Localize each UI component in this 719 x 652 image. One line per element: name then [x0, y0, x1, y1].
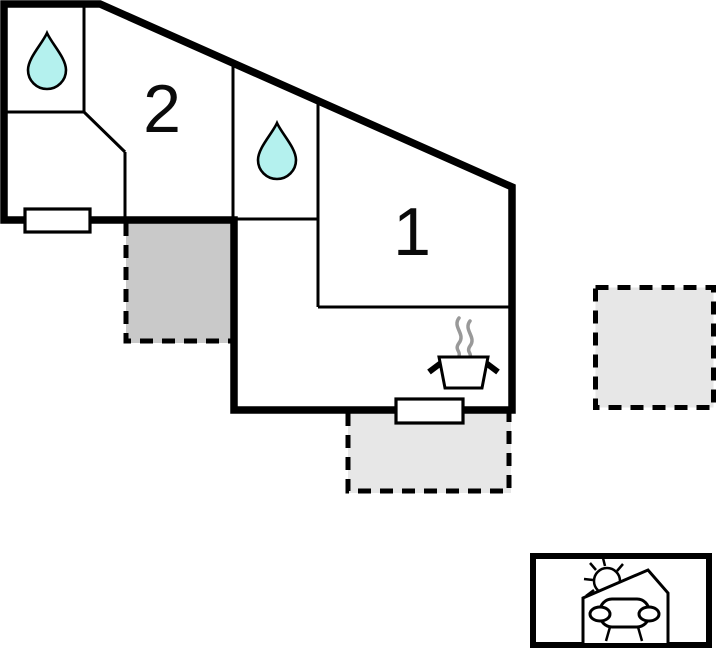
room-label-1: 1	[393, 194, 431, 270]
cooking-pot-icon	[437, 355, 490, 390]
water-drop-icon	[256, 119, 298, 181]
bench-leg-left	[604, 626, 612, 642]
bench-armrest-left	[588, 605, 612, 623]
bench-armrest-right	[637, 605, 661, 623]
terrace-detached-fill	[593, 285, 716, 410]
carport-box	[530, 553, 712, 648]
terrace-dark-dashed-border	[123, 223, 233, 344]
terrace-dark	[123, 221, 233, 344]
sun-ray	[616, 563, 624, 572]
steam-icon	[466, 319, 474, 359]
hall-angled-wall	[82, 110, 127, 154]
terrace-detached	[593, 285, 716, 410]
building-outline	[0, 0, 516, 414]
window-symbol-left	[23, 207, 92, 234]
sun-ray	[601, 557, 607, 567]
sun-ray	[583, 577, 594, 582]
water-drop-icon	[26, 29, 68, 91]
window-symbol-bottom	[394, 397, 465, 425]
terrace-dark-fill	[126, 221, 233, 343]
terrace-bottom-dashed-border	[345, 413, 512, 494]
steam-icon	[455, 316, 463, 358]
interior-walls	[4, 6, 510, 309]
sun-ray	[589, 562, 597, 571]
kitchen-icon	[427, 316, 500, 390]
terrace-bottom	[345, 412, 512, 494]
bench-leg-right	[636, 626, 644, 642]
covered-bench-icon	[588, 597, 661, 642]
terrace-bottom-fill	[348, 412, 511, 493]
room-label-2: 2	[143, 71, 181, 147]
